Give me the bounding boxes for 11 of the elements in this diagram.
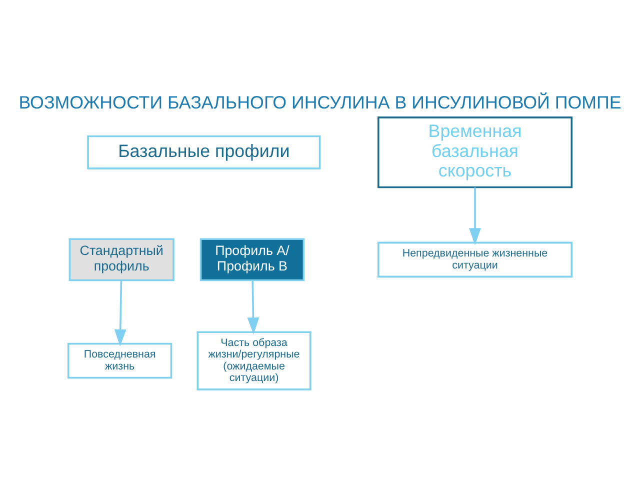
node-box: Базальные профили (87, 134, 321, 169)
node-box: Стандартный профиль (68, 238, 174, 281)
arrow (247, 280, 260, 334)
node-box: Временная базальная скорость (377, 116, 573, 188)
node-box: Профиль А/ Профиль В (200, 238, 305, 281)
node-box: Часть образа жизни/регулярные (ожидаемые ситуации) (196, 330, 312, 390)
diagram-title: ВОЗМОЖНОСТИ БАЗАЛЬНОГО ИНСУЛИНА В ИНСУЛИНОВОЙ ПОМПЕ (18, 92, 622, 112)
node-box: Повседневная жизнь (67, 342, 172, 378)
arrow (469, 187, 481, 245)
arrow (114, 280, 126, 346)
node-box: Непредвиденные жизненные ситуации (377, 241, 573, 278)
